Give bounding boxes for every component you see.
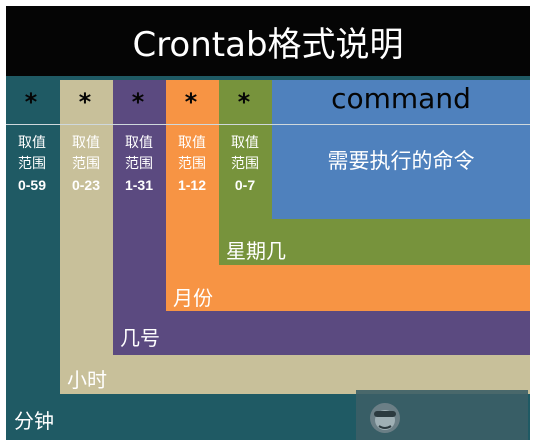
hour-name: 小时 (67, 368, 107, 392)
command-block (272, 80, 530, 219)
day-range-value: 1-31 (124, 177, 154, 193)
weekday-symbol: * (236, 88, 252, 116)
day-name: 几号 (120, 326, 160, 350)
header-divider (6, 124, 530, 125)
hour-symbol: * (77, 88, 93, 116)
day-range-label: 取值范围 (125, 135, 153, 172)
day-symbol: * (130, 88, 146, 116)
weekday-range-value: 0-7 (234, 177, 256, 193)
hour-range-label: 取值范围 (72, 135, 100, 172)
weekday-range: 取值范围 0-7 (221, 133, 269, 196)
minute-name: 分钟 (14, 409, 54, 433)
hour-range: 取值范围 0-23 (62, 133, 110, 196)
title-bar (6, 6, 530, 76)
minute-range: 取值范围 0-59 (8, 133, 56, 196)
minute-symbol: * (23, 88, 39, 116)
page-title: Crontab格式说明 (132, 24, 404, 65)
month-range-label: 取值范围 (178, 135, 206, 172)
weekday-range-label: 取值范围 (231, 135, 259, 172)
month-name: 月份 (173, 286, 213, 310)
month-symbol: * (183, 88, 199, 116)
command-description: 需要执行的命令 (327, 149, 475, 173)
month-range-value: 1-12 (177, 177, 207, 193)
hour-range-value: 0-23 (71, 177, 101, 193)
minute-range-label: 取值范围 (18, 135, 46, 172)
month-range: 取值范围 1-12 (168, 133, 216, 196)
command-label: command (331, 82, 471, 115)
minute-range-value: 0-59 (17, 177, 47, 193)
monkey-face-icon (370, 403, 400, 433)
day-range: 取值范围 1-31 (115, 133, 163, 196)
weekday-name: 星期几 (226, 239, 286, 263)
